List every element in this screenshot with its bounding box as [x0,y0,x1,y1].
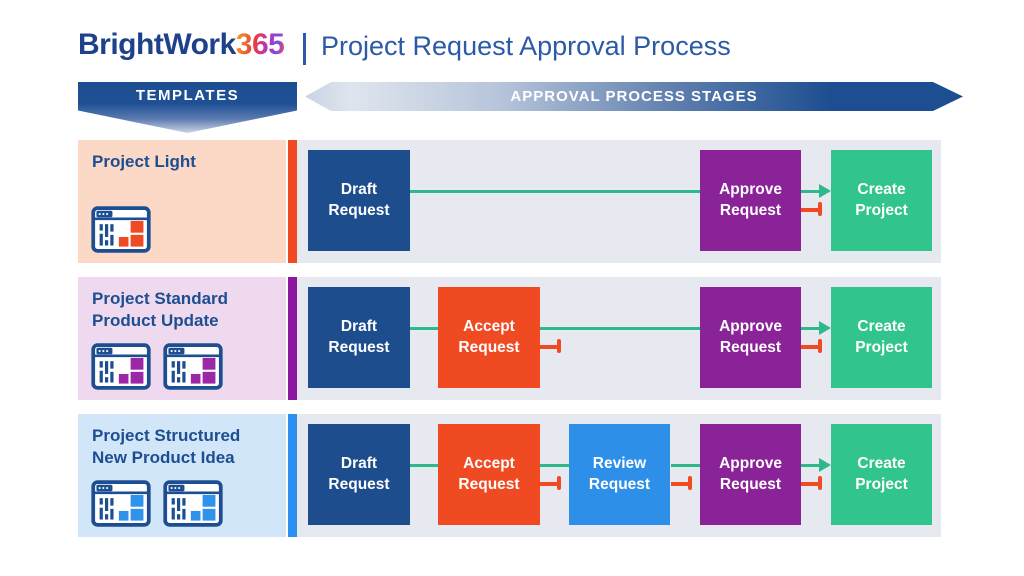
template-window-icon [163,480,223,527]
page-title: Project Request Approval Process [321,31,731,61]
lane-project-standard: Project Standard Product Update [0,277,1024,400]
template-window-icon [91,206,151,253]
templates-banner: TEMPLATES [78,82,297,133]
flow-connector [540,464,569,467]
templates-banner-label: TEMPLATES [135,87,240,104]
flow-connector [671,464,700,467]
reject-connector [801,345,819,349]
flow-connector [801,327,823,330]
logo-365-text: 365 [235,28,285,61]
reject-endcap [818,476,822,490]
lane-label-panel: Project Light [78,140,286,263]
template-window-icon [163,343,223,390]
stages-banner-label: APPROVAL PROCESS STAGES [510,88,758,105]
lane-title-line2: New Product Idea [92,448,235,468]
lane-title-line1: Project Light [92,152,196,171]
brightwork-logo: BrightWork365 [78,28,285,62]
flow-arrowhead-icon [819,184,831,198]
reject-endcap [557,476,561,490]
flow-arrowhead-icon [819,458,831,472]
lane-title: Project Standard Product Update [92,288,228,333]
flow-connector [540,327,700,330]
flow-connector [410,190,700,193]
template-icons [90,343,224,390]
template-window-icon [91,480,151,527]
lane-project-structured: Project Structured New Product Idea [0,414,1024,537]
lane-accent-divider [288,140,297,263]
template-icons [90,206,152,253]
lane-label-panel: Project Standard Product Update [78,277,286,400]
lane-project-light: Project Light [0,140,1024,263]
reject-connector [671,482,689,486]
flow-arrowhead-icon [819,321,831,335]
logo-brand-text: BrightWork [78,28,236,61]
flow-connector [410,327,438,330]
title-divider [303,33,306,65]
reject-endcap [818,202,822,216]
approval-process-stages-banner: APPROVAL PROCESS STAGES [305,82,963,111]
lane-title-line1: Project Standard [92,289,229,308]
template-window-icon [91,343,151,390]
flow-connector [801,464,823,467]
reject-connector [801,208,819,212]
lane-title: Project Structured New Product Idea [92,425,240,470]
lane-accent-divider [288,414,297,537]
reject-endcap [818,339,822,353]
reject-connector [540,345,558,349]
reject-connector [801,482,819,486]
lane-label-panel: Project Structured New Product Idea [78,414,286,537]
lane-title-line1: Project Structured [92,426,241,445]
reject-connector [540,482,558,486]
lane-title-line2: Product Update [92,311,219,331]
reject-endcap [557,339,561,353]
template-icons [90,480,224,527]
flow-connector [410,464,438,467]
flow-connector [801,190,823,193]
reject-endcap [688,476,692,490]
lane-accent-divider [288,277,297,400]
lane-title: Project Light [92,151,196,173]
